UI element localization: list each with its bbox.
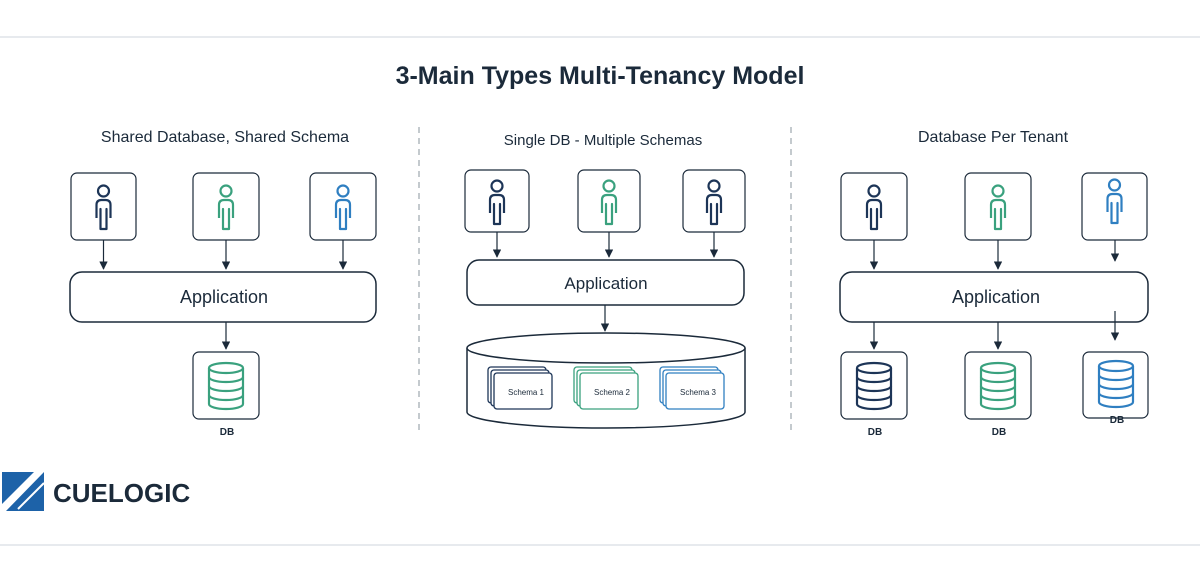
person-icon [865,184,883,231]
database-icon [855,361,893,411]
schema-stack [573,366,639,410]
model-heading: Shared Database, Shared Schema [101,129,349,146]
tenant-card [964,172,1032,241]
database-icon [979,361,1017,411]
model-multiple-schemas: Single DB - Multiple Schemas Application… [464,132,746,429]
database-card [840,351,908,420]
tenant-card [682,169,746,233]
db-label: DB [868,427,882,438]
tenant-card [840,172,908,241]
application-label: Application [952,287,1040,307]
db-label: DB [1110,415,1124,426]
application-box [69,271,377,323]
model-heading: Single DB - Multiple Schemas [504,132,702,149]
database-card [964,351,1032,420]
person-icon [705,179,723,226]
db-label: DB [220,427,234,438]
tenant-card [464,169,530,233]
cuelogic-logo: CUELOGIC [2,472,190,511]
person-icon [989,184,1007,231]
application-box [839,271,1149,323]
database-icon [1097,359,1135,409]
tenant-card [1081,172,1148,241]
person-icon [95,184,112,231]
person-icon [217,184,235,231]
database-card [192,351,260,420]
logo-text: CUELOGIC [53,478,190,508]
tenant-card [309,172,377,241]
schema-label: Schema 3 [680,388,717,397]
cuelogic-logo-icon [2,472,45,511]
schema-stack [487,366,553,410]
tenant-card [192,172,260,241]
database-card [1082,351,1149,419]
db-label: DB [992,427,1006,438]
page-title: 3-Main Types Multi-Tenancy Model [396,62,805,90]
schema-stack [659,366,725,410]
schema-label: Schema 1 [508,388,545,397]
person-icon [1106,178,1123,225]
person-icon [600,179,618,226]
application-label: Application [564,274,647,293]
application-label: Application [180,287,268,307]
model-shared-schema: Shared Database, Shared Schema Applicati… [69,129,377,438]
model-heading: Database Per Tenant [918,129,1069,146]
tenant-card [577,169,641,233]
model-database-per-tenant: Database Per Tenant Application DB [839,129,1149,438]
schema-label: Schema 2 [594,388,631,397]
person-icon [334,184,352,231]
database-icon [207,361,245,411]
person-icon [488,179,506,226]
tenant-card [70,172,137,241]
